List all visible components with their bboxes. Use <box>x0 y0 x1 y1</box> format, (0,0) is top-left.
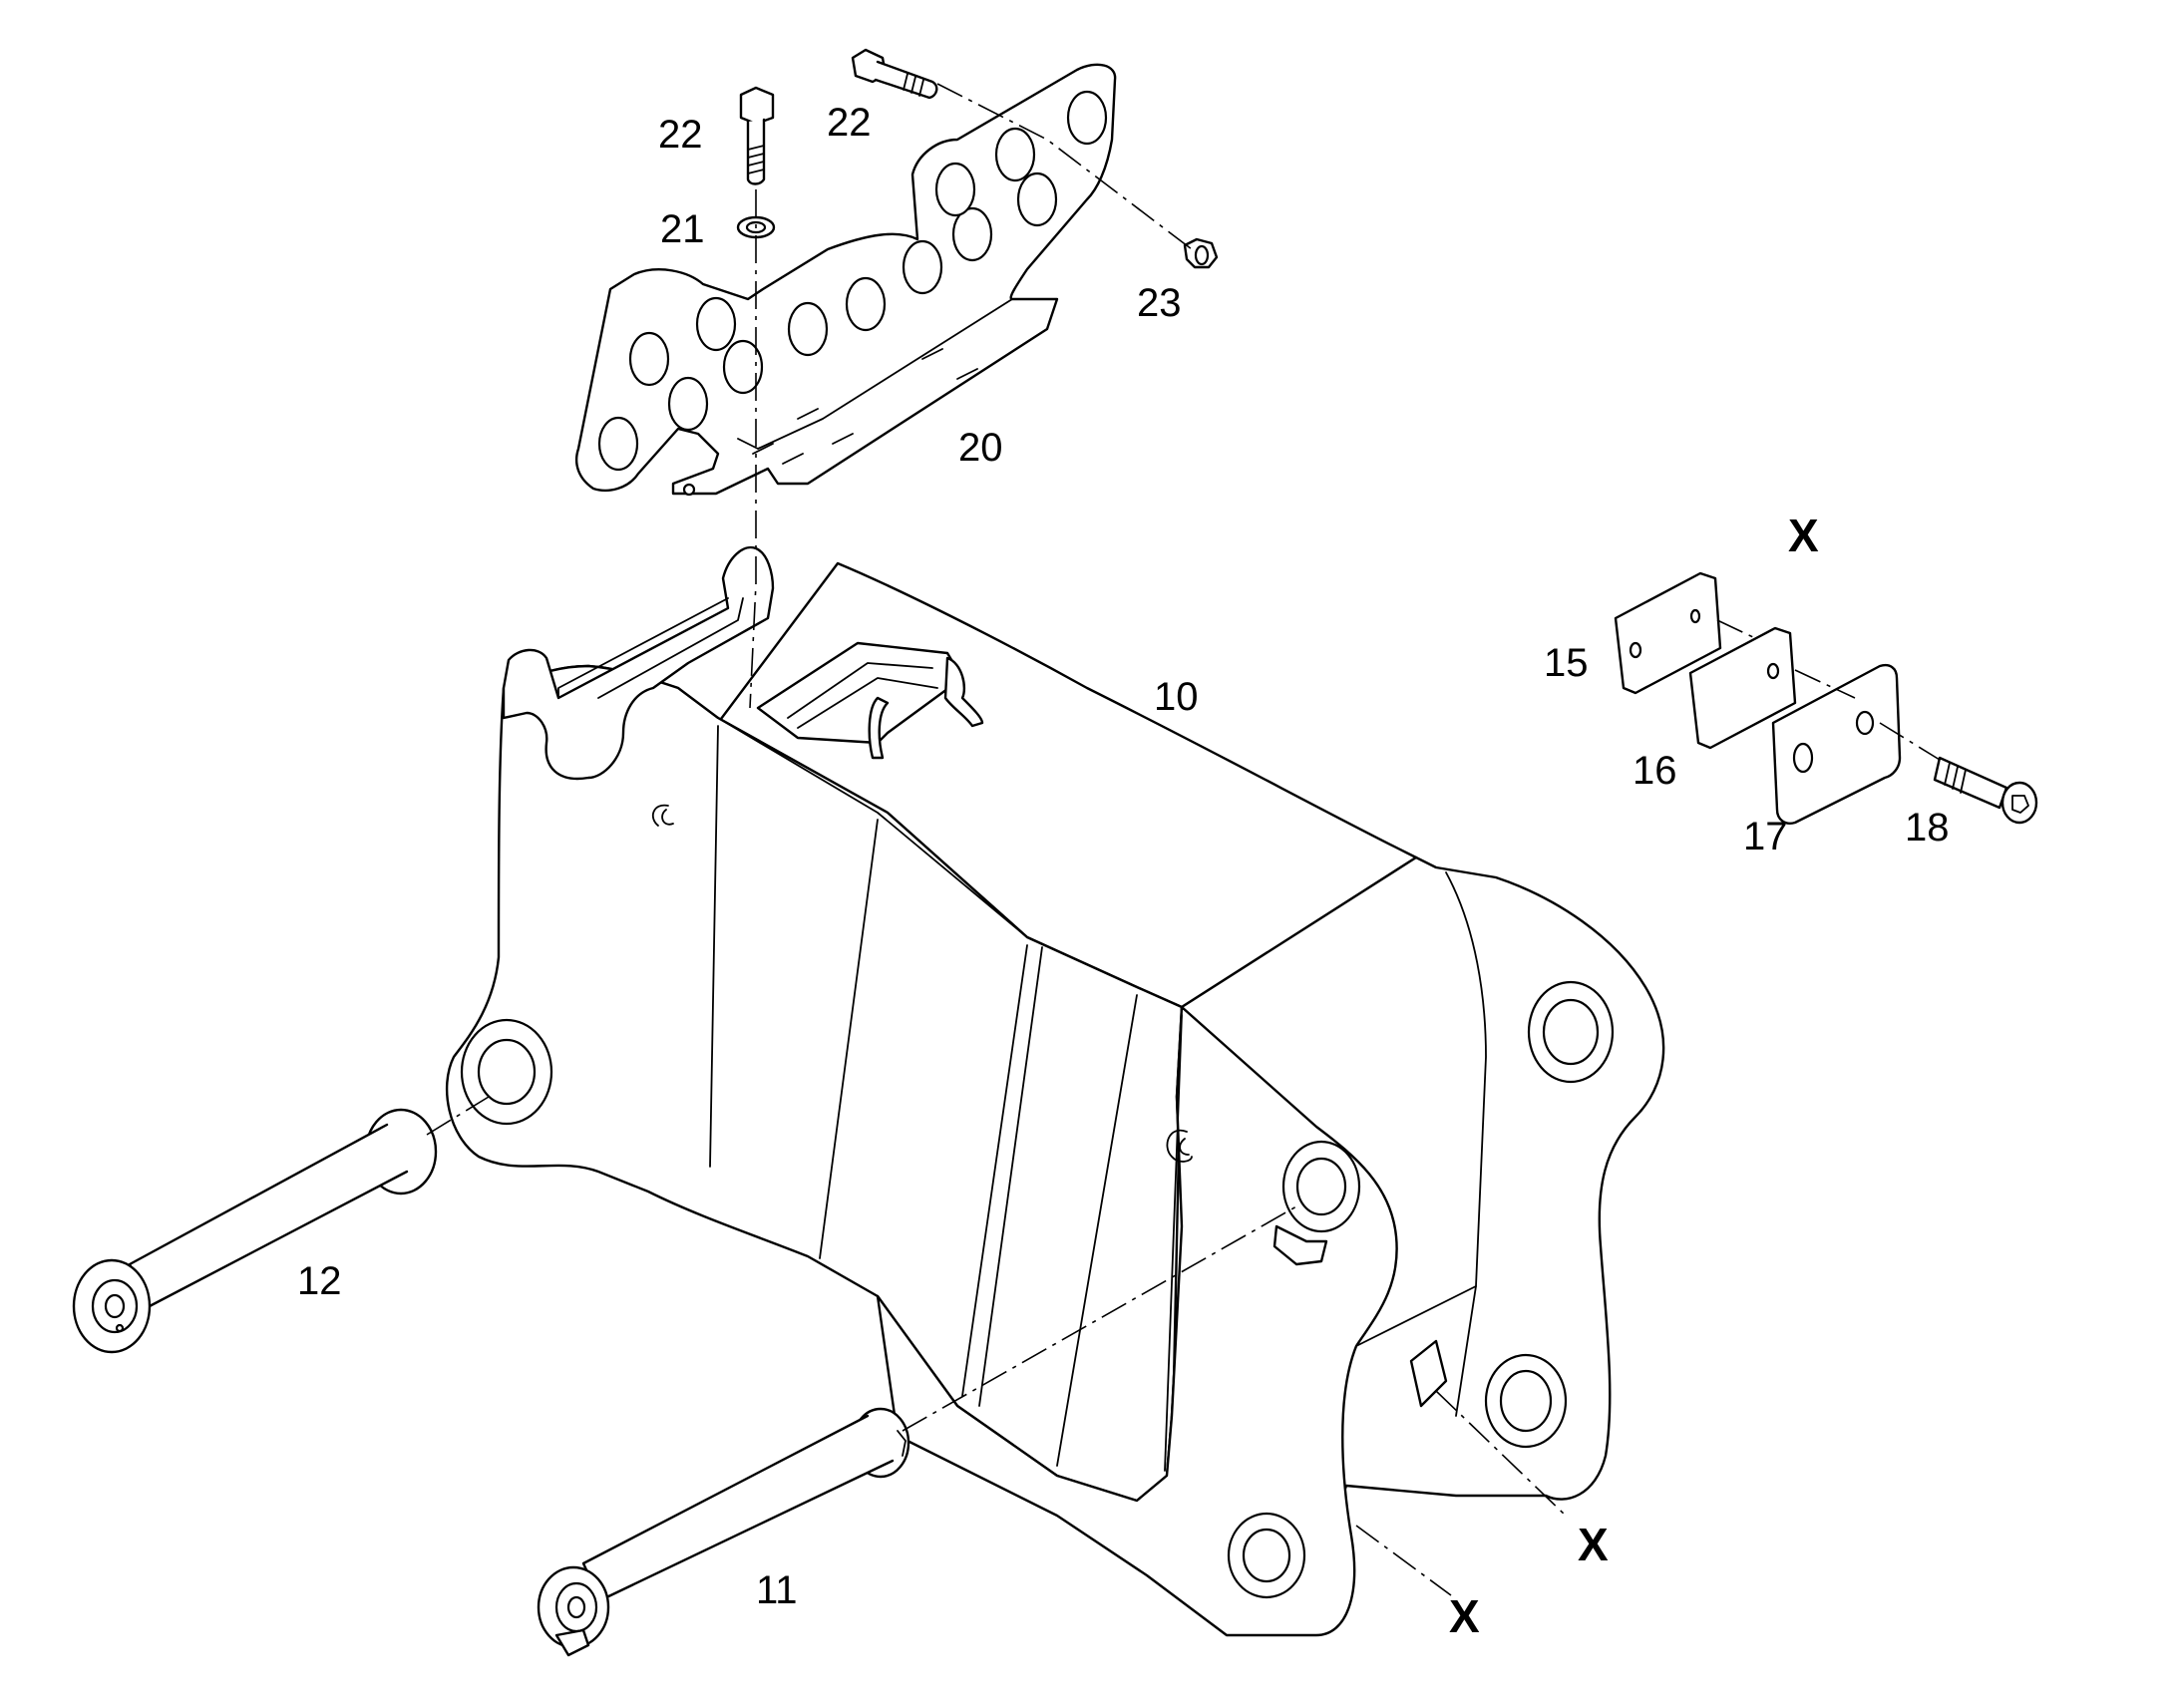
plate-body <box>574 63 1117 496</box>
c-hook-right <box>1166 1129 1193 1163</box>
frame-crease-4 <box>978 946 1043 1407</box>
frame-crease-5 <box>1056 994 1138 1467</box>
line-block17-bolt18 <box>1879 722 1941 761</box>
frame-left-lug <box>502 545 775 781</box>
frame-boss-left <box>460 1018 553 1126</box>
label-22-left: 22 <box>658 113 703 157</box>
line-shim16-block17 <box>1794 669 1856 699</box>
frame-top-edge <box>717 717 1183 1008</box>
mounting-plate-part-20 <box>574 63 1117 497</box>
frame-boss-right-top <box>1527 980 1615 1084</box>
label-11: 11 <box>756 1568 798 1612</box>
frame-crease-6 <box>1164 1014 1183 1472</box>
frame-edge-rear <box>1405 852 1437 868</box>
frame-front-plate <box>876 1005 1398 1637</box>
frame-crease-1 <box>709 725 719 1168</box>
line-bolt22-to-frame <box>749 189 757 709</box>
bolt-part-22-angled <box>851 48 938 100</box>
label-marker-x1: X <box>1449 1590 1480 1642</box>
frame-inner-edge <box>1445 871 1487 1417</box>
plate-bend <box>737 298 1013 450</box>
frame-top-bracket <box>756 641 964 745</box>
line-pin11-to-boss <box>902 1205 1297 1432</box>
frame-crease-3 <box>961 944 1028 1397</box>
wear-plate-tab <box>1409 1339 1448 1408</box>
block-part-17 <box>1771 664 1902 825</box>
bolt-part-22-vertical <box>739 86 775 185</box>
pin-part-12 <box>72 1108 438 1354</box>
plate-tab-hole <box>682 483 696 497</box>
pin-clamp <box>1272 1224 1328 1266</box>
assembly-lines <box>426 83 1941 1596</box>
line-marker-x1 <box>1355 1525 1452 1596</box>
label-marker-x2: X <box>1578 1519 1609 1570</box>
c-hook-left <box>651 804 674 827</box>
frame-part-10 <box>446 545 1665 1637</box>
line-marker-x2 <box>1435 1390 1567 1517</box>
pin-part-11 <box>537 1407 910 1657</box>
line-bolt22-to-nut23 <box>936 83 1193 250</box>
label-10: 10 <box>1154 675 1199 719</box>
detail-x-group <box>1614 571 2038 825</box>
label-15: 15 <box>1544 641 1589 685</box>
part-labels: 10 11 12 15 16 17 18 20 21 22 22 23 X X … <box>297 101 1950 1642</box>
label-12: 12 <box>297 1259 342 1303</box>
line-shim15-shim16 <box>1716 619 1756 639</box>
frame-boss-front <box>1281 1140 1361 1233</box>
bracket-slots <box>787 662 938 729</box>
lug-edge <box>557 597 729 699</box>
plate-slots <box>752 348 978 465</box>
nut-part-23 <box>1183 237 1219 269</box>
frame-top-clip <box>868 656 984 760</box>
shim-part-16 <box>1688 626 1797 750</box>
lug-rail <box>597 597 744 699</box>
label-22-right: 22 <box>827 101 872 145</box>
label-detail-x: X <box>1788 510 1819 561</box>
label-16: 16 <box>1633 749 1677 793</box>
bolt-part-18 <box>1933 756 2038 825</box>
frame-boss-bottom <box>1227 1512 1306 1599</box>
label-20: 20 <box>958 426 1003 470</box>
frame-crease-2 <box>819 819 879 1259</box>
label-21: 21 <box>660 207 705 251</box>
label-23: 23 <box>1137 281 1182 325</box>
frame-inner-edge-2 <box>1355 1285 1477 1347</box>
frame-boss-right-bottom <box>1484 1353 1568 1449</box>
label-18: 18 <box>1905 806 1950 850</box>
line-pin12-to-boss <box>426 1096 490 1136</box>
shim-part-15 <box>1614 571 1722 695</box>
plate-holes <box>597 90 1108 472</box>
label-17: 17 <box>1743 815 1788 858</box>
